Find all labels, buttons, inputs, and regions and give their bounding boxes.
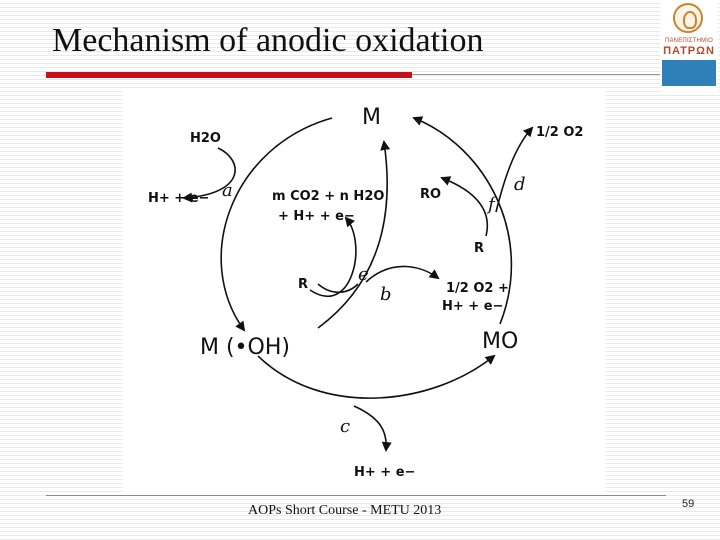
arrow-step-a xyxy=(182,147,236,203)
title-underline-red xyxy=(46,72,412,78)
step-label-c: c xyxy=(340,416,350,437)
arrow-R-to-e xyxy=(317,283,359,294)
step-label-b: b xyxy=(380,284,392,305)
arrow-step-b xyxy=(365,265,440,283)
arrow-step-e-inner xyxy=(309,216,357,298)
mechanism-diagram-svg: M M (•OH) MO H2O H+ + e− m CO2 + n H2O +… xyxy=(148,105,583,480)
cycle-arc-a xyxy=(220,117,333,332)
step-label-d: d xyxy=(514,174,526,195)
species-O2-line1: 1/2 O2 + xyxy=(446,281,509,296)
footer-text: AOPs Short Course - METU 2013 xyxy=(248,503,442,518)
species-R-e: R xyxy=(298,277,308,292)
logo-banner xyxy=(662,60,716,86)
page-number: 59 xyxy=(682,498,695,510)
logo-text-line1: ΠΑΝΕΠΙΣΤΗΜΙΟ xyxy=(664,38,714,44)
species-H-plus-e-a: H+ + e− xyxy=(148,191,209,206)
logo-text-line2: ΠΑΤΡΩΝ xyxy=(663,45,715,57)
species-H2O: H2O xyxy=(190,131,221,146)
species-M: M xyxy=(362,105,381,130)
university-logo: ΠΑΝΕΠΙΣΤΗΜΙΟ ΠΑΤΡΩΝ xyxy=(660,0,718,92)
species-M-OH: M (•OH) xyxy=(200,335,290,360)
arrow-step-c xyxy=(353,405,392,452)
seal-icon xyxy=(673,3,703,33)
species-O2-d: 1/2 O2 xyxy=(536,125,583,140)
step-label-e: e xyxy=(358,264,369,285)
title-underline-gray xyxy=(412,74,662,75)
arrow-step-f xyxy=(440,176,488,237)
step-label-a: a xyxy=(222,180,233,201)
arrow-step-d xyxy=(495,126,534,213)
slide-title: Mechanism of anodic oxidation xyxy=(52,22,484,59)
species-RO: RO xyxy=(420,187,441,202)
cycle-arc-d xyxy=(412,116,513,325)
species-O2-line2: H+ + e− xyxy=(442,299,503,314)
species-R-f: R xyxy=(474,241,484,256)
species-MO: MO xyxy=(482,329,518,354)
species-H-plus-e-c: H+ + e− xyxy=(354,465,415,480)
cycle-arc-c xyxy=(257,354,496,399)
footer-rule xyxy=(46,495,666,496)
species-mCO2-line1: m CO2 + n H2O xyxy=(272,189,384,204)
species-mCO2-line2: + H+ + e− xyxy=(278,209,355,224)
arrow-step-e-upper xyxy=(317,140,391,329)
mechanism-diagram: M M (•OH) MO H2O H+ + e− m CO2 + n H2O +… xyxy=(122,88,606,492)
